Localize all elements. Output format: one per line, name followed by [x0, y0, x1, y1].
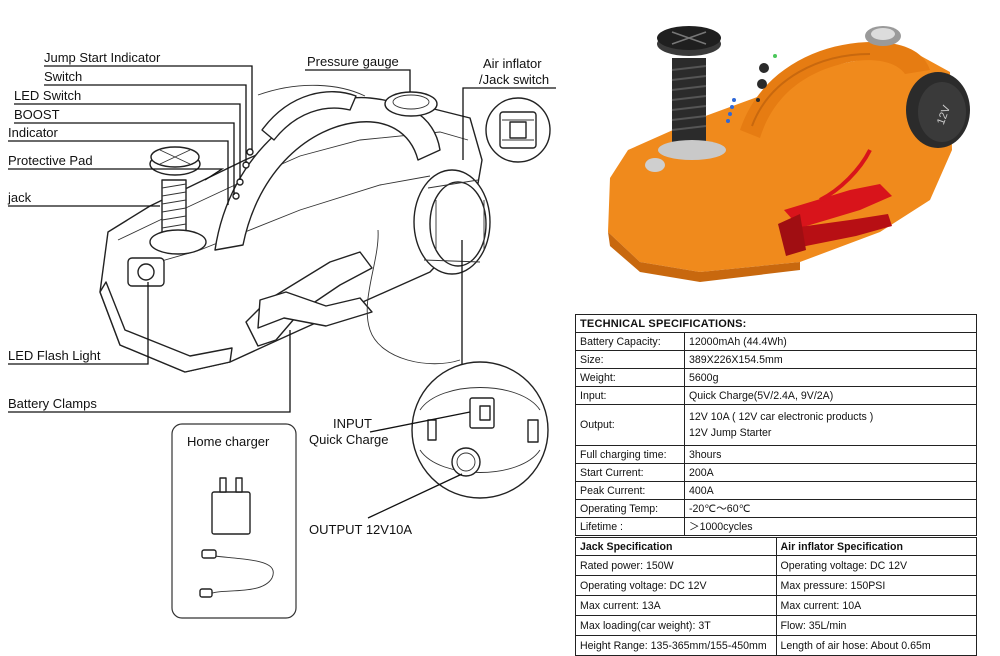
product-photo: 12V [608, 26, 970, 282]
spec-table: TECHNICAL SPECIFICATIONS: Battery Capaci… [575, 314, 977, 536]
jack-spec-title: Jack Specification [575, 537, 777, 556]
label-led-switch: LED Switch [14, 88, 81, 103]
label-battery-clamps: Battery Clamps [8, 396, 97, 411]
spec-row: Lifetime :＞1000cycles [575, 517, 977, 536]
label-switch: Switch [44, 69, 82, 84]
spec-row: Start Current:200A [575, 463, 977, 482]
label-protective-pad: Protective Pad [8, 153, 93, 168]
switch-detail-circle [485, 97, 551, 163]
label-air-inflator-1: Air inflator [483, 56, 542, 71]
label-input-quick-charge: Quick Charge [309, 432, 388, 447]
label-output: OUTPUT 12V10A [309, 522, 412, 537]
label-indicator: Indicator [8, 125, 59, 140]
spec-pair-row: Max current: 13A Max current: 10A [575, 595, 977, 616]
spec-row: Full charging time:3hours [575, 445, 977, 464]
spec-row: Weight:5600g [575, 368, 977, 387]
home-charger-box: Home charger [171, 423, 297, 619]
air-spec-title: Air inflator Specification [775, 537, 977, 556]
label-led-flash-light: LED Flash Light [8, 348, 101, 363]
spec-row: Battery Capacity:12000mAh (44.4Wh) [575, 332, 977, 351]
spec-pair-row: Max loading(car weight): 3T Flow: 35L/mi… [575, 615, 977, 636]
spec-pair-row: Rated power: 150W Operating voltage: DC … [575, 555, 977, 576]
spec-pair-row: Height Range: 135-365mm/155-450mm Length… [575, 635, 977, 656]
label-jump-start-indicator: Jump Start Indicator [44, 50, 161, 65]
spec-row-output: Output: 12V 10A ( 12V car electronic pro… [575, 404, 977, 446]
label-air-inflator-2: /Jack switch [479, 72, 549, 87]
callout-lines [8, 65, 556, 413]
spec-pair-row: Operating voltage: DC 12V Max pressure: … [575, 575, 977, 596]
spec-row: Input:Quick Charge(5V/2.4A, 9V/2A) [575, 386, 977, 405]
spec-row: Operating Temp:-20℃～60℃ [575, 499, 977, 518]
label-input: INPUT [333, 416, 372, 431]
spec-row: Peak Current:400A [575, 481, 977, 500]
label-home-charger: Home charger [187, 434, 270, 449]
label-pressure-gauge: Pressure gauge [307, 54, 399, 69]
spec-row: Size:389X226X154.5mm [575, 350, 977, 369]
spec-title: TECHNICAL SPECIFICATIONS: [575, 314, 977, 333]
ports-detail-circle [411, 361, 549, 499]
label-jack: jack [7, 190, 32, 205]
device-line-drawing [99, 84, 491, 373]
spec-subtable: Jack Specification Air inflator Specific… [575, 537, 977, 656]
label-boost: BOOST [14, 107, 60, 122]
